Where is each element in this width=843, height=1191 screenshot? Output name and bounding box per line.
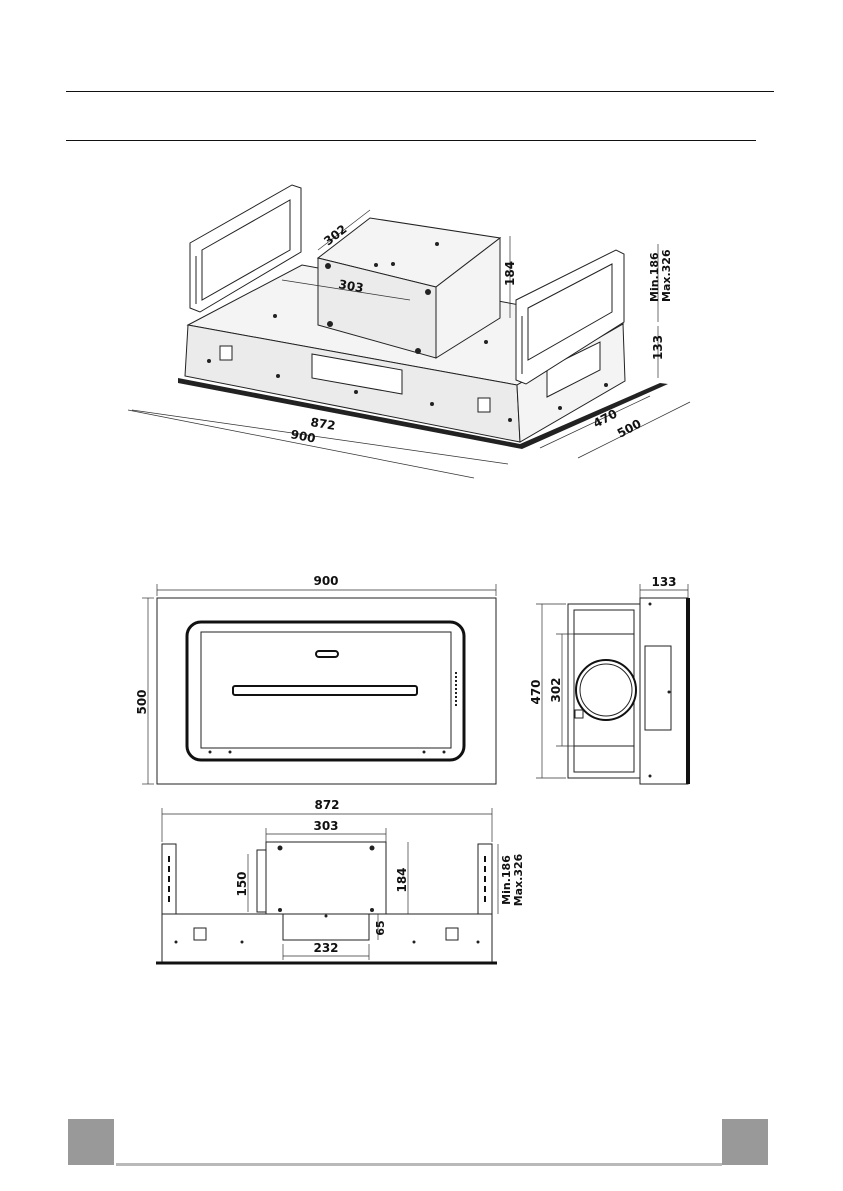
isometric-view: 302 303 184 Min.186 Max.326 133 872 900 …: [128, 185, 690, 478]
rear-dim-65: 65: [374, 920, 387, 935]
iso-mount-left: [220, 346, 232, 360]
rear-dim-872: 872: [314, 798, 339, 812]
footer-block-right: [722, 1119, 768, 1165]
rear-dim-max: Max.326: [512, 853, 525, 906]
rear-motor-box: [266, 842, 386, 914]
iso-dim-max: Max.326: [660, 249, 673, 302]
iso-dim-900: 900: [289, 427, 316, 446]
front-view: 900 500: [135, 574, 496, 784]
rear-dim-232: 232: [313, 941, 338, 955]
iso-dim-184: 184: [503, 261, 517, 286]
side-dim-470: 470: [529, 679, 543, 704]
footer-block-left: [68, 1119, 114, 1165]
iso-dim-872: 872: [310, 415, 337, 433]
rear-grille: [283, 914, 369, 940]
footer-line: [116, 1163, 722, 1166]
rear-dim-184: 184: [395, 867, 409, 892]
rear-view: 872 303 150 184 Min.186 Max.326 65 232: [156, 798, 525, 963]
rear-dim-303: 303: [313, 819, 338, 833]
front-dim-500: 500: [135, 689, 149, 714]
front-dim-900: 900: [313, 574, 338, 588]
iso-mount-right: [478, 398, 490, 412]
side-grille: [645, 646, 671, 730]
side-view: 133 470 302: [529, 575, 688, 784]
side-dim-133: 133: [651, 575, 676, 589]
rear-dim-150: 150: [235, 871, 249, 896]
rear-outlet: [257, 850, 266, 912]
front-handle: [316, 651, 338, 657]
side-dim-302: 302: [549, 677, 563, 702]
iso-dim-500: 500: [615, 417, 644, 441]
front-light-strip: [233, 686, 417, 695]
side-motor: [576, 660, 636, 720]
iso-dim-133: 133: [651, 335, 665, 360]
